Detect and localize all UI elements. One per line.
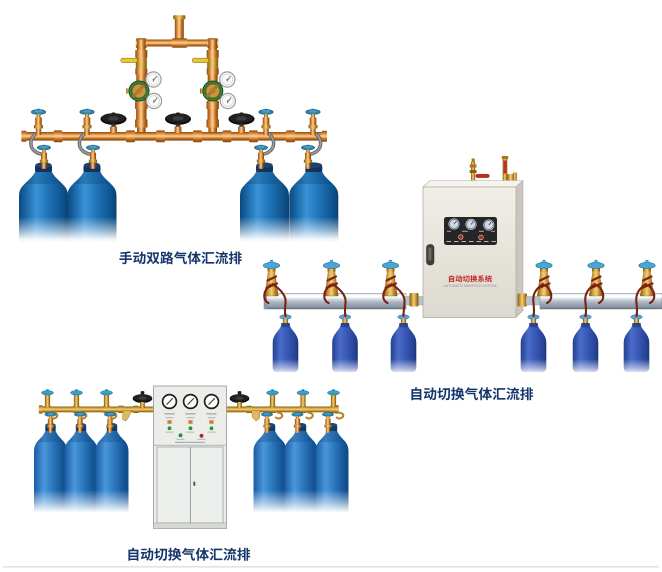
svg-text:AUTOMATIC MANIFOLD SYSTEM: AUTOMATIC MANIFOLD SYSTEM	[444, 284, 497, 288]
